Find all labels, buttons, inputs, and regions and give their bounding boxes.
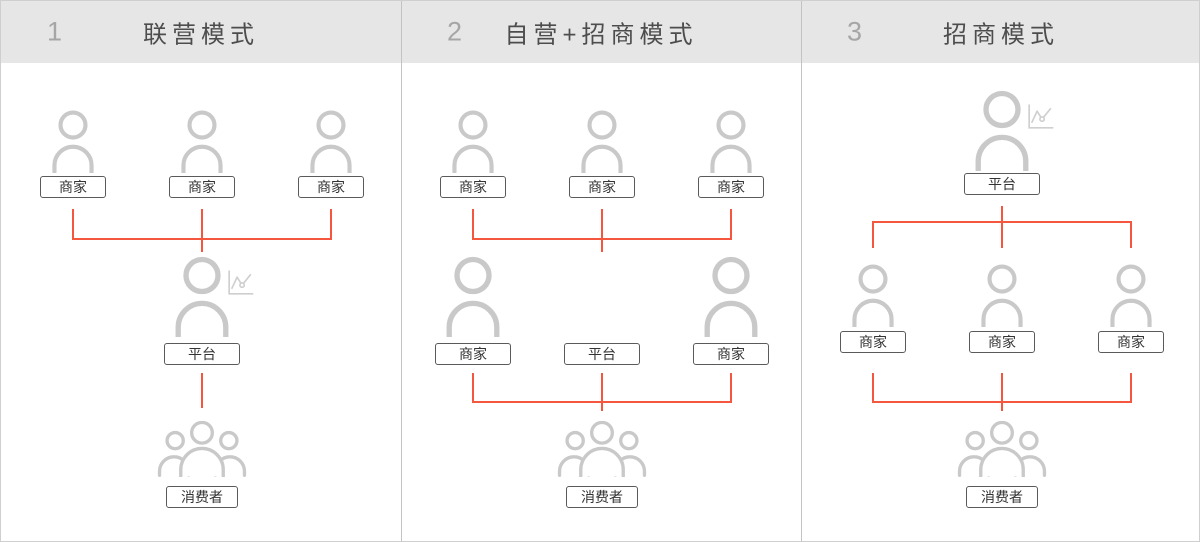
- merchant-person-icon: [450, 109, 496, 173]
- bracket-stub-line: [330, 209, 332, 239]
- merchant-tag: 商家: [435, 343, 511, 365]
- bracket-horizontal-line: [72, 238, 332, 240]
- panel-1-title: 联营模式: [143, 21, 259, 49]
- consumer-tag: 消费者: [966, 486, 1038, 508]
- merchant-tag: 商家: [840, 331, 906, 353]
- bracket-stub-line: [872, 221, 874, 248]
- bracket-center-line: [601, 209, 603, 252]
- bracket-stub-line: [1130, 373, 1132, 402]
- bracket-stub-line: [730, 209, 732, 239]
- bracket-horizontal-line: [472, 238, 732, 240]
- merchant-person-icon: [850, 263, 896, 327]
- consumer-group-icon: [155, 421, 250, 477]
- panel-joint-operation-model: 1 联营模式 商家 商家 商家 平台 消费者: [1, 1, 401, 541]
- bracket-stub-line: [72, 209, 74, 239]
- consumer-group-icon: [955, 421, 1050, 477]
- merchant-tag: 商家: [440, 176, 506, 198]
- panel-divider: [401, 1, 402, 541]
- panel-divider: [801, 1, 802, 541]
- merchant-person-icon-large: [701, 255, 761, 337]
- bracket-center-line: [1001, 373, 1003, 411]
- consumer-tag: 消费者: [166, 486, 238, 508]
- bracket-center-line: [1001, 206, 1003, 248]
- panel-self-plus-merchant-model: 2 自营+招商模式 商家 商家 商家 商家 平台 商家 消费者: [401, 1, 801, 541]
- platform-person-icon: [172, 255, 232, 337]
- merchant-tag: 商家: [969, 331, 1035, 353]
- merchant-person-icon: [308, 109, 354, 173]
- platform-tag: 平台: [564, 343, 640, 365]
- consumer-tag: 消费者: [566, 486, 638, 508]
- panel-2-title: 自营+招商模式: [504, 21, 698, 49]
- panel-2-header: 2 自营+招商模式: [401, 1, 801, 63]
- bracket-horizontal-line: [872, 401, 1132, 403]
- merchant-person-icon: [979, 263, 1025, 327]
- bracket-stub-line: [472, 373, 474, 402]
- merchant-tag: 商家: [569, 176, 635, 198]
- platform-tag: 平台: [164, 343, 240, 365]
- bracket-stub-line: [730, 373, 732, 402]
- bracket-horizontal-line: [472, 401, 732, 403]
- merchant-tag: 商家: [698, 176, 764, 198]
- platform-consumer-line: [201, 373, 203, 408]
- merchant-person-icon: [179, 109, 225, 173]
- merchant-person-icon-large: [443, 255, 503, 337]
- bracket-center-line: [601, 373, 603, 411]
- merchant-tag: 商家: [693, 343, 769, 365]
- panel-3-title: 招商模式: [943, 21, 1059, 49]
- merchant-tag: 商家: [169, 176, 235, 198]
- panel-1-header: 1 联营模式: [1, 1, 401, 63]
- trend-chart-icon: [225, 267, 255, 299]
- platform-person-icon: [972, 89, 1032, 171]
- bracket-stub-line: [872, 373, 874, 402]
- merchant-person-icon: [708, 109, 754, 173]
- merchant-person-icon: [50, 109, 96, 173]
- merchant-tag: 商家: [1098, 331, 1164, 353]
- panel-3-header: 3 招商模式: [801, 1, 1199, 63]
- bracket-stub-line: [472, 209, 474, 239]
- platform-tag: 平台: [964, 173, 1040, 195]
- panel-2-number: 2: [447, 16, 463, 47]
- bracket-horizontal-line: [872, 221, 1132, 223]
- trend-chart-icon: [1025, 101, 1055, 133]
- panel-merchant-model: 3 招商模式 平台 商家 商家 商家 消费者: [801, 1, 1199, 541]
- panel-3-number: 3: [847, 16, 863, 47]
- bracket-stub-line: [1130, 221, 1132, 248]
- panel-1-number: 1: [47, 16, 63, 47]
- merchant-person-icon: [1108, 263, 1154, 327]
- merchant-tag: 商家: [40, 176, 106, 198]
- merchant-tag: 商家: [298, 176, 364, 198]
- consumer-group-icon: [555, 421, 650, 477]
- bracket-center-line: [201, 209, 203, 252]
- merchant-person-icon: [579, 109, 625, 173]
